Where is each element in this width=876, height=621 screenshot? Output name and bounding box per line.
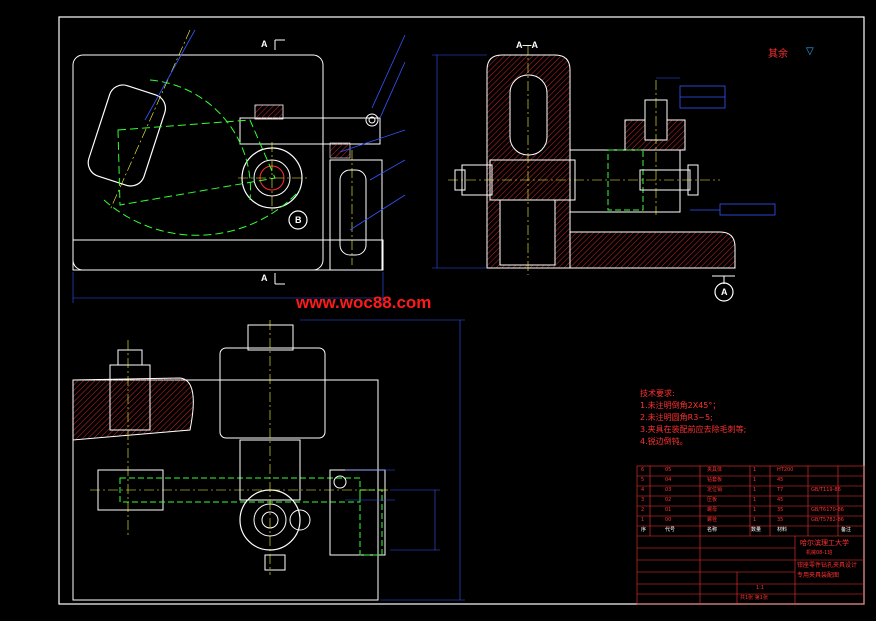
tech-req-title: 技术要求:: [640, 389, 675, 398]
roughness-note: 其余: [768, 49, 788, 60]
bom-material: 35: [777, 517, 784, 523]
tech-req-item: 2.未注明圆角R3~5;: [640, 413, 713, 422]
bom-material: T7: [777, 487, 784, 493]
sheet-border: [58, 16, 865, 605]
tech-req-item: 3.夹具在装配前应去除毛刺等;: [640, 425, 747, 434]
title-class: 机械08-1班: [806, 550, 833, 556]
section-marker-bottom: A: [261, 273, 268, 283]
bom-header-cell: 材料: [777, 527, 788, 533]
title-sheet: 共1张 第1张: [740, 595, 768, 601]
title-drawing-name: 钳座零件钻孔夹具设计: [797, 562, 858, 569]
bom-header-cell: 数量: [751, 527, 762, 533]
title-school: 哈尔滨理工大学: [800, 539, 849, 547]
bom-header-cell: 序: [641, 527, 647, 533]
bom-name: 钻套板: [707, 477, 723, 483]
watermark-text: www.woc88.com: [296, 293, 432, 312]
bom-name: 夹具体: [707, 467, 723, 473]
bom-no: 4: [641, 487, 645, 493]
bom-qty: 1: [753, 507, 757, 513]
title-scale: 1:1: [756, 585, 765, 591]
bom-qty: 1: [753, 497, 757, 503]
top-view: [72, 319, 465, 601]
bom-code: 04: [665, 477, 672, 483]
bom-no: 3: [641, 497, 645, 503]
tech-req-item: 1.未注明倒角2X45°；: [640, 401, 721, 410]
bom-header-cell: 备注: [841, 527, 852, 533]
section-marker-top: A: [261, 39, 268, 49]
section-view-a-a: [432, 45, 776, 302]
bom-material: 45: [777, 497, 784, 503]
bom-note: GB/T6170-86: [811, 507, 844, 513]
bom-material: HT200: [777, 467, 794, 473]
bom-name: 螺栓: [707, 517, 718, 523]
technical-requirements: 技术要求: 1.未注明倒角2X45°； 2.未注明圆角R3~5; 3.夹具在装配…: [640, 390, 746, 446]
datum-a-label: A: [721, 287, 728, 297]
bom-qty: 1: [753, 487, 757, 493]
bom-code: 00: [665, 517, 672, 523]
tech-req-item: 4.锐边倒钝。: [640, 437, 688, 446]
bom-qty: 1: [753, 467, 757, 473]
bom-note: GB/T5782-86: [811, 517, 844, 523]
bom-name: 螺母: [707, 507, 718, 513]
bom-name: 压板: [707, 497, 718, 503]
bom-code: 03: [665, 487, 672, 493]
bom-header-cell: 代号: [665, 527, 676, 533]
title-block-lines: [636, 465, 865, 605]
bom-code: 01: [665, 507, 672, 513]
bom-code: 02: [665, 497, 672, 503]
datum-b-label: B: [295, 215, 302, 225]
front-view: [72, 29, 406, 303]
section-view-title: A—A: [516, 40, 538, 50]
bom-no: 1: [641, 517, 645, 523]
title-drawing-subtitle: 专用夹具装配图: [797, 572, 840, 579]
roughness-symbol-icon: ▽: [806, 46, 814, 57]
bom-name: 定位销: [707, 487, 723, 493]
bom-no: 6: [641, 467, 645, 473]
bom-qty: 1: [753, 477, 757, 483]
bom-note: GB/T119-86: [811, 487, 841, 493]
bom-header-cell: 名称: [707, 527, 718, 533]
bom-no: 2: [641, 507, 645, 513]
bom-qty: 1: [753, 517, 757, 523]
bom-material: 35: [777, 507, 784, 513]
bom-code: 05: [665, 467, 672, 473]
bom-no: 5: [641, 477, 645, 483]
bom-material: 45: [777, 477, 784, 483]
